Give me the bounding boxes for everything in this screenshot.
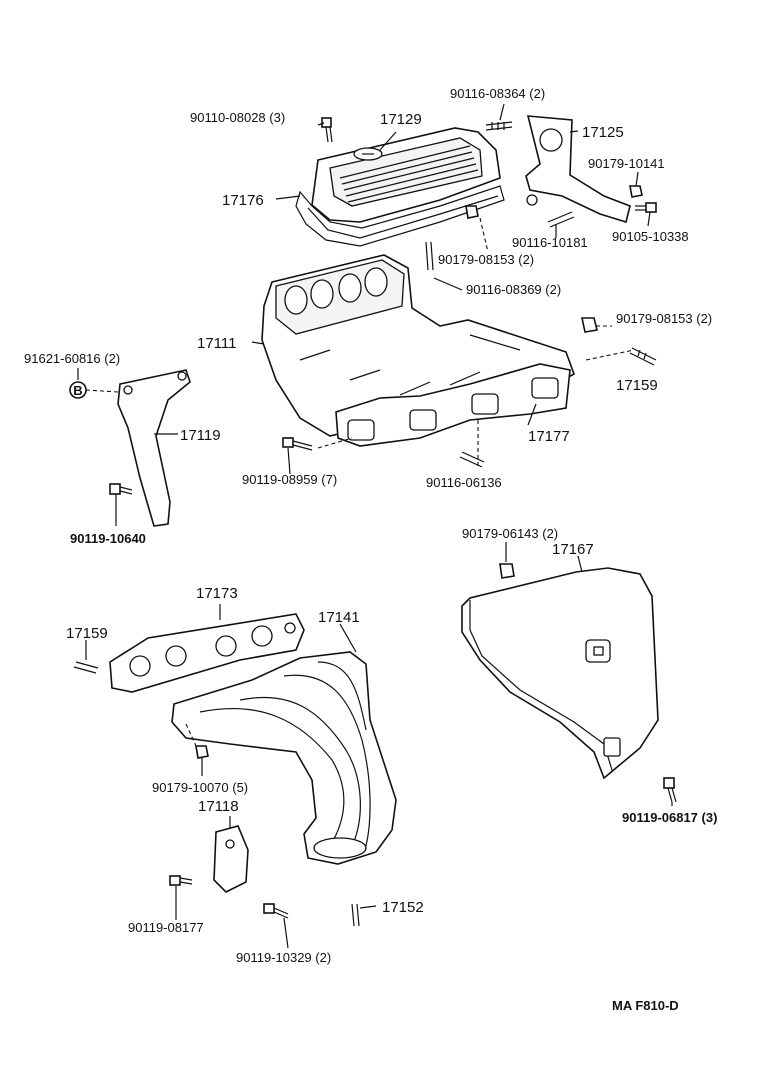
exhaust-gasket[interactable] — [109, 613, 305, 693]
insulator-bolt[interactable] — [663, 777, 677, 803]
callout-90179-08153-top: 90179-08153 (2) — [438, 252, 534, 267]
exhaust-manifold[interactable] — [171, 651, 397, 865]
hanger-bolt[interactable] — [635, 202, 657, 213]
figure-code: MA F810-D — [612, 998, 679, 1013]
exhaust-stud[interactable] — [73, 661, 99, 674]
manifold-stud-lower[interactable] — [459, 451, 485, 468]
head-cover-bolt[interactable] — [321, 117, 333, 143]
heat-insulator[interactable] — [461, 567, 659, 780]
insulator-nut[interactable] — [499, 563, 515, 579]
cover-nut[interactable] — [465, 205, 479, 219]
engine-hanger-bracket[interactable] — [525, 115, 631, 224]
callout-17159-bottom: 17159 — [66, 625, 108, 642]
callout-90119-06817: 90119-06817 (3) — [622, 810, 717, 825]
callout-91621-60816: 91621-60816 (2) — [24, 351, 120, 366]
callout-17173: 17173 — [196, 585, 238, 602]
manifold-stay[interactable] — [117, 369, 191, 527]
callout-labels: 90110-08028 (3) 17129 90116-08364 (2) 17… — [24, 86, 717, 1013]
callout-90110-08028: 90110-08028 (3) — [190, 110, 285, 125]
callout-90116-10181: 90116-10181 — [512, 235, 588, 250]
callout-90116-06136: 90116-06136 — [426, 475, 502, 490]
callout-90179-10070: 90179-10070 (5) — [152, 780, 248, 795]
callout-90179-06143: 90179-06143 (2) — [462, 526, 558, 541]
callout-90116-08364: 90116-08364 (2) — [450, 86, 545, 101]
callout-90179-08153-right: 90179-08153 (2) — [616, 311, 712, 326]
callout-17152: 17152 — [382, 899, 424, 916]
callout-17167: 17167 — [552, 541, 594, 558]
lower-bolt-mid[interactable] — [263, 903, 289, 919]
stud-top[interactable] — [485, 121, 513, 131]
marker-letter: B — [73, 383, 82, 398]
callout-90119-10640: 90119-10640 — [70, 531, 146, 546]
callout-17176: 17176 — [222, 192, 264, 209]
hanger-stud[interactable] — [547, 211, 575, 228]
intake-manifold-gasket[interactable] — [335, 363, 571, 447]
hanger-nut[interactable] — [629, 185, 643, 198]
callout-90119-08959: 90119-08959 (7) — [242, 472, 337, 487]
callout-17111: 17111 — [197, 335, 237, 352]
callout-17129: 17129 — [380, 111, 422, 128]
callout-17125: 17125 — [582, 124, 624, 141]
callout-90179-10141: 90179-10141 — [588, 156, 665, 171]
callout-17118: 17118 — [198, 798, 239, 815]
callout-90105-10338: 90105-10338 — [612, 229, 689, 244]
callout-90116-08369: 90116-08369 (2) — [466, 282, 561, 297]
lower-bolt-left[interactable] — [169, 875, 193, 886]
manifold-nut[interactable] — [581, 317, 598, 333]
manifold-stay-lower[interactable] — [213, 825, 249, 893]
washer-b[interactable]: B — [69, 381, 87, 399]
callout-17159-top: 17159 — [616, 377, 658, 394]
callout-17177: 17177 — [528, 428, 570, 445]
manifold-stud-right[interactable] — [629, 347, 657, 366]
intake-manifold[interactable] — [261, 254, 575, 437]
stay-bolt[interactable] — [109, 483, 133, 495]
leader-lines — [77, 103, 673, 949]
callout-90119-08177: 90119-08177 — [128, 920, 204, 935]
head-cover-gasket[interactable] — [295, 185, 505, 247]
callout-90119-10329: 90119-10329 (2) — [236, 950, 331, 965]
exhaust-lower-stud[interactable] — [351, 903, 360, 927]
exhaust-nut[interactable] — [195, 745, 209, 759]
manifold-stud-vertical[interactable] — [425, 241, 434, 271]
cylinder-head-cover[interactable] — [311, 127, 501, 223]
callout-17119: 17119 — [180, 427, 221, 444]
callout-17141: 17141 — [318, 609, 360, 626]
manifold-bolt[interactable] — [282, 437, 313, 451]
